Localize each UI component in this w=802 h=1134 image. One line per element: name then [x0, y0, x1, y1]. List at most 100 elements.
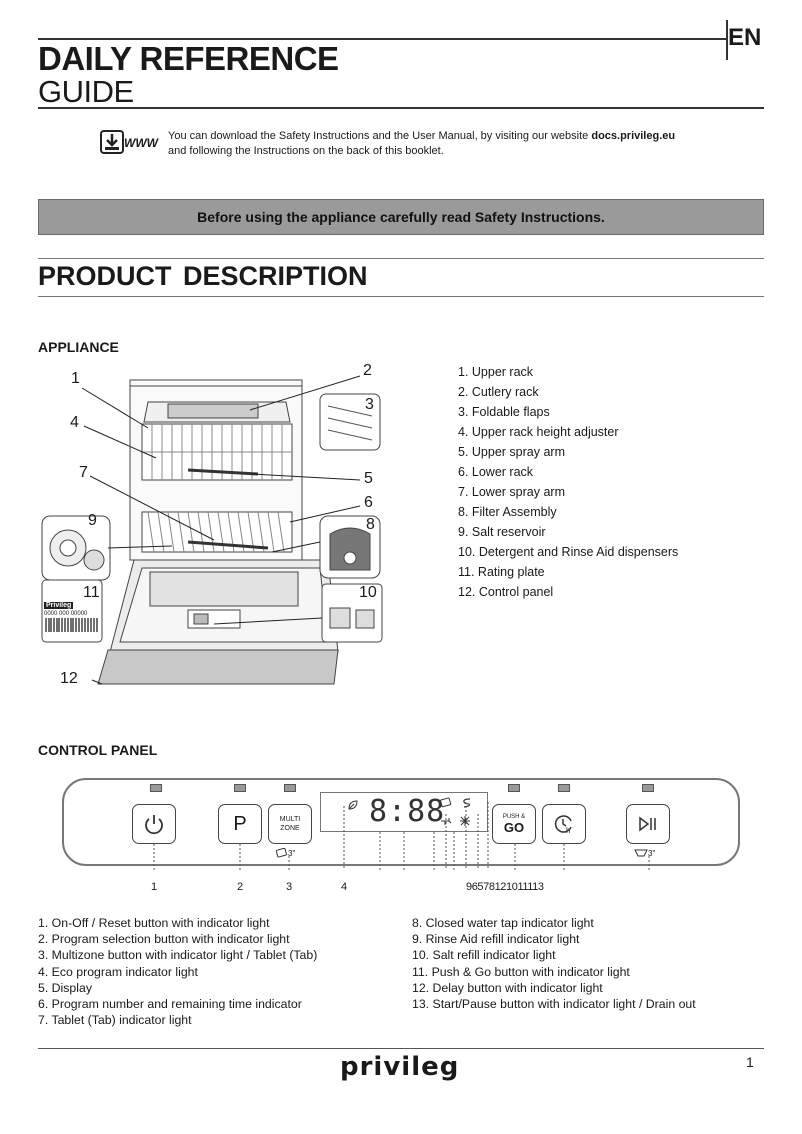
tablet-sub-label: 3" — [288, 848, 296, 858]
drain-sub-label: 3" — [648, 848, 656, 858]
drain-sub-indicator: 3" — [634, 848, 655, 858]
diagram-number-12: 12 — [60, 670, 78, 687]
diagram-number-10: 10 — [359, 584, 377, 601]
drain-icon — [634, 849, 648, 857]
diagram-number-3: 3 — [365, 396, 374, 413]
program-time-display: 8:88 — [369, 794, 446, 829]
list-item: 6. Lower rack — [458, 465, 534, 479]
onoff-button[interactable] — [132, 804, 176, 844]
water-tap-icon — [441, 818, 452, 825]
website-link[interactable]: docs.privileg.eu — [591, 130, 676, 142]
display: 8:88 — [320, 792, 488, 832]
cp-callout-3: 3 — [286, 881, 293, 893]
header-top-rule — [38, 38, 726, 40]
led-startpause — [642, 784, 654, 792]
list-item: 4. Upper rack height adjuster — [458, 425, 619, 439]
list-item: 3. Foldable flaps — [458, 405, 550, 419]
led-pushgo — [508, 784, 520, 792]
list-item: 10. Detergent and Rinse Aid dispensers — [458, 545, 679, 559]
multizone-button[interactable]: MULTI ZONE — [268, 804, 312, 844]
push-go-button[interactable]: PUSH & GO — [492, 804, 536, 844]
safety-notice-banner: Before using the appliance carefully rea… — [38, 199, 764, 235]
diagram-number-2: 2 — [363, 362, 372, 379]
push-go-label-2: GO — [503, 820, 525, 835]
cp-callout-2: 2 — [237, 881, 244, 893]
diagram-number-9: 9 — [88, 512, 97, 529]
section-rule-bottom — [38, 296, 764, 297]
download-note: You can download the Safety Instructions… — [168, 129, 675, 159]
push-go-label-1: PUSH & — [502, 814, 526, 820]
led-delay — [558, 784, 570, 792]
page-subtitle: GUIDE — [38, 74, 134, 109]
rating-plate-brand: Privileg — [44, 602, 74, 609]
diagram-number-5: 5 — [364, 470, 373, 487]
list-item: 3. Multizone button with indicator light… — [38, 948, 318, 963]
power-icon — [145, 815, 163, 835]
multizone-label-2: ZONE — [280, 825, 300, 832]
play-pause-icon — [639, 816, 656, 832]
program-button[interactable]: P — [218, 804, 262, 844]
svg-text:h: h — [566, 826, 570, 835]
language-code: EN — [728, 24, 762, 51]
control-panel-diagram: P MULTI ZONE 3" 8:88 PUSH & GO h 3" — [62, 774, 742, 870]
download-text-line2: and following the Instructions on the ba… — [168, 145, 444, 157]
list-item: 8. Closed water tap indicator light — [412, 916, 594, 930]
callout-lines — [153, 802, 650, 870]
brand-logo: privileg — [340, 1052, 460, 1082]
list-item: 12. Control panel — [458, 585, 554, 599]
list-item: 2. Cutlery rack — [458, 385, 539, 399]
start-pause-button[interactable] — [626, 804, 670, 844]
list-item: 5. Upper spray arm — [458, 445, 565, 459]
list-item: 6. Program number and remaining time ind… — [38, 997, 302, 1012]
list-item: 9. Salt reservoir — [458, 525, 546, 539]
list-item: 11. Rating plate — [458, 565, 545, 579]
list-item: 9. Rinse Aid refill indicator light — [412, 932, 580, 947]
download-text: You can download the Safety Instructions… — [168, 130, 592, 142]
tablet-icon — [276, 848, 287, 858]
cp-callout-1: 1 — [151, 881, 158, 893]
tablet-indicator-icon — [440, 797, 452, 808]
control-panel-heading: CONTROL PANEL — [38, 742, 158, 758]
page-title: DAILY REFERENCE — [38, 40, 339, 77]
eco-leaf-icon — [348, 800, 358, 810]
list-item: 8. Filter Assembly — [458, 505, 557, 519]
rinse-aid-icon — [460, 816, 470, 826]
control-panel-legend-left: 1. On-Off / Reset button with indicator … — [38, 915, 317, 1028]
list-item: 13. Start/Pause button with indicator li… — [412, 997, 696, 1012]
list-item: 4. Eco program indicator light — [38, 964, 198, 979]
cp-callout-group: 96578121011113 — [466, 881, 544, 893]
delay-clock-icon: h — [554, 815, 572, 835]
diagram-number-1: 1 — [71, 370, 80, 387]
list-item: 7. Tablet (Tab) indicator light — [38, 1013, 192, 1028]
list-item: 12. Delay button with indicator light — [412, 980, 603, 995]
tablet-sub-indicator: 3" — [276, 848, 295, 858]
appliance-heading: APPLIANCE — [38, 339, 119, 355]
list-item: 7. Lower spray arm — [458, 485, 565, 499]
diagram-number-4: 4 — [70, 414, 79, 431]
led-onoff — [150, 784, 162, 792]
list-item: 1. Upper rack — [458, 365, 534, 379]
header-bottom-rule — [38, 107, 764, 109]
diagram-number-8: 8 — [366, 516, 375, 533]
control-panel-legend-right: 8. Closed water tap indicator light 9. R… — [412, 915, 696, 1012]
header-lang-divider — [726, 20, 728, 60]
download-www-icon: WWW — [100, 130, 162, 156]
page-number: 1 — [746, 1054, 754, 1070]
led-program — [234, 784, 246, 792]
rating-plate-code: 0000 000 00000 — [44, 611, 88, 617]
list-item: 5. Display — [38, 980, 92, 995]
delay-button[interactable]: h — [542, 804, 586, 844]
diagram-number-7: 7 — [79, 464, 88, 481]
diagram-number-11: 11 — [83, 584, 100, 601]
www-label: WWW — [124, 136, 158, 150]
appliance-diagram: 1 2 3 4 5 6 7 8 9 10 11 12 Privileg 0000… — [38, 362, 438, 692]
appliance-legend: 1. Upper rack 2. Cutlery rack 3. Foldabl… — [458, 362, 678, 602]
list-item: 2. Program selection button with indicat… — [38, 932, 290, 947]
diagram-number-6: 6 — [364, 494, 373, 511]
list-item: 1. On-Off / Reset button with indicator … — [38, 916, 270, 930]
product-description-heading: PRODUCT DESCRIPTION — [38, 261, 368, 291]
cp-callout-4: 4 — [341, 881, 348, 893]
list-item: 11. Push & Go button with indicator ligh… — [412, 964, 630, 979]
footer-rule — [38, 1048, 764, 1049]
led-multizone — [284, 784, 296, 792]
